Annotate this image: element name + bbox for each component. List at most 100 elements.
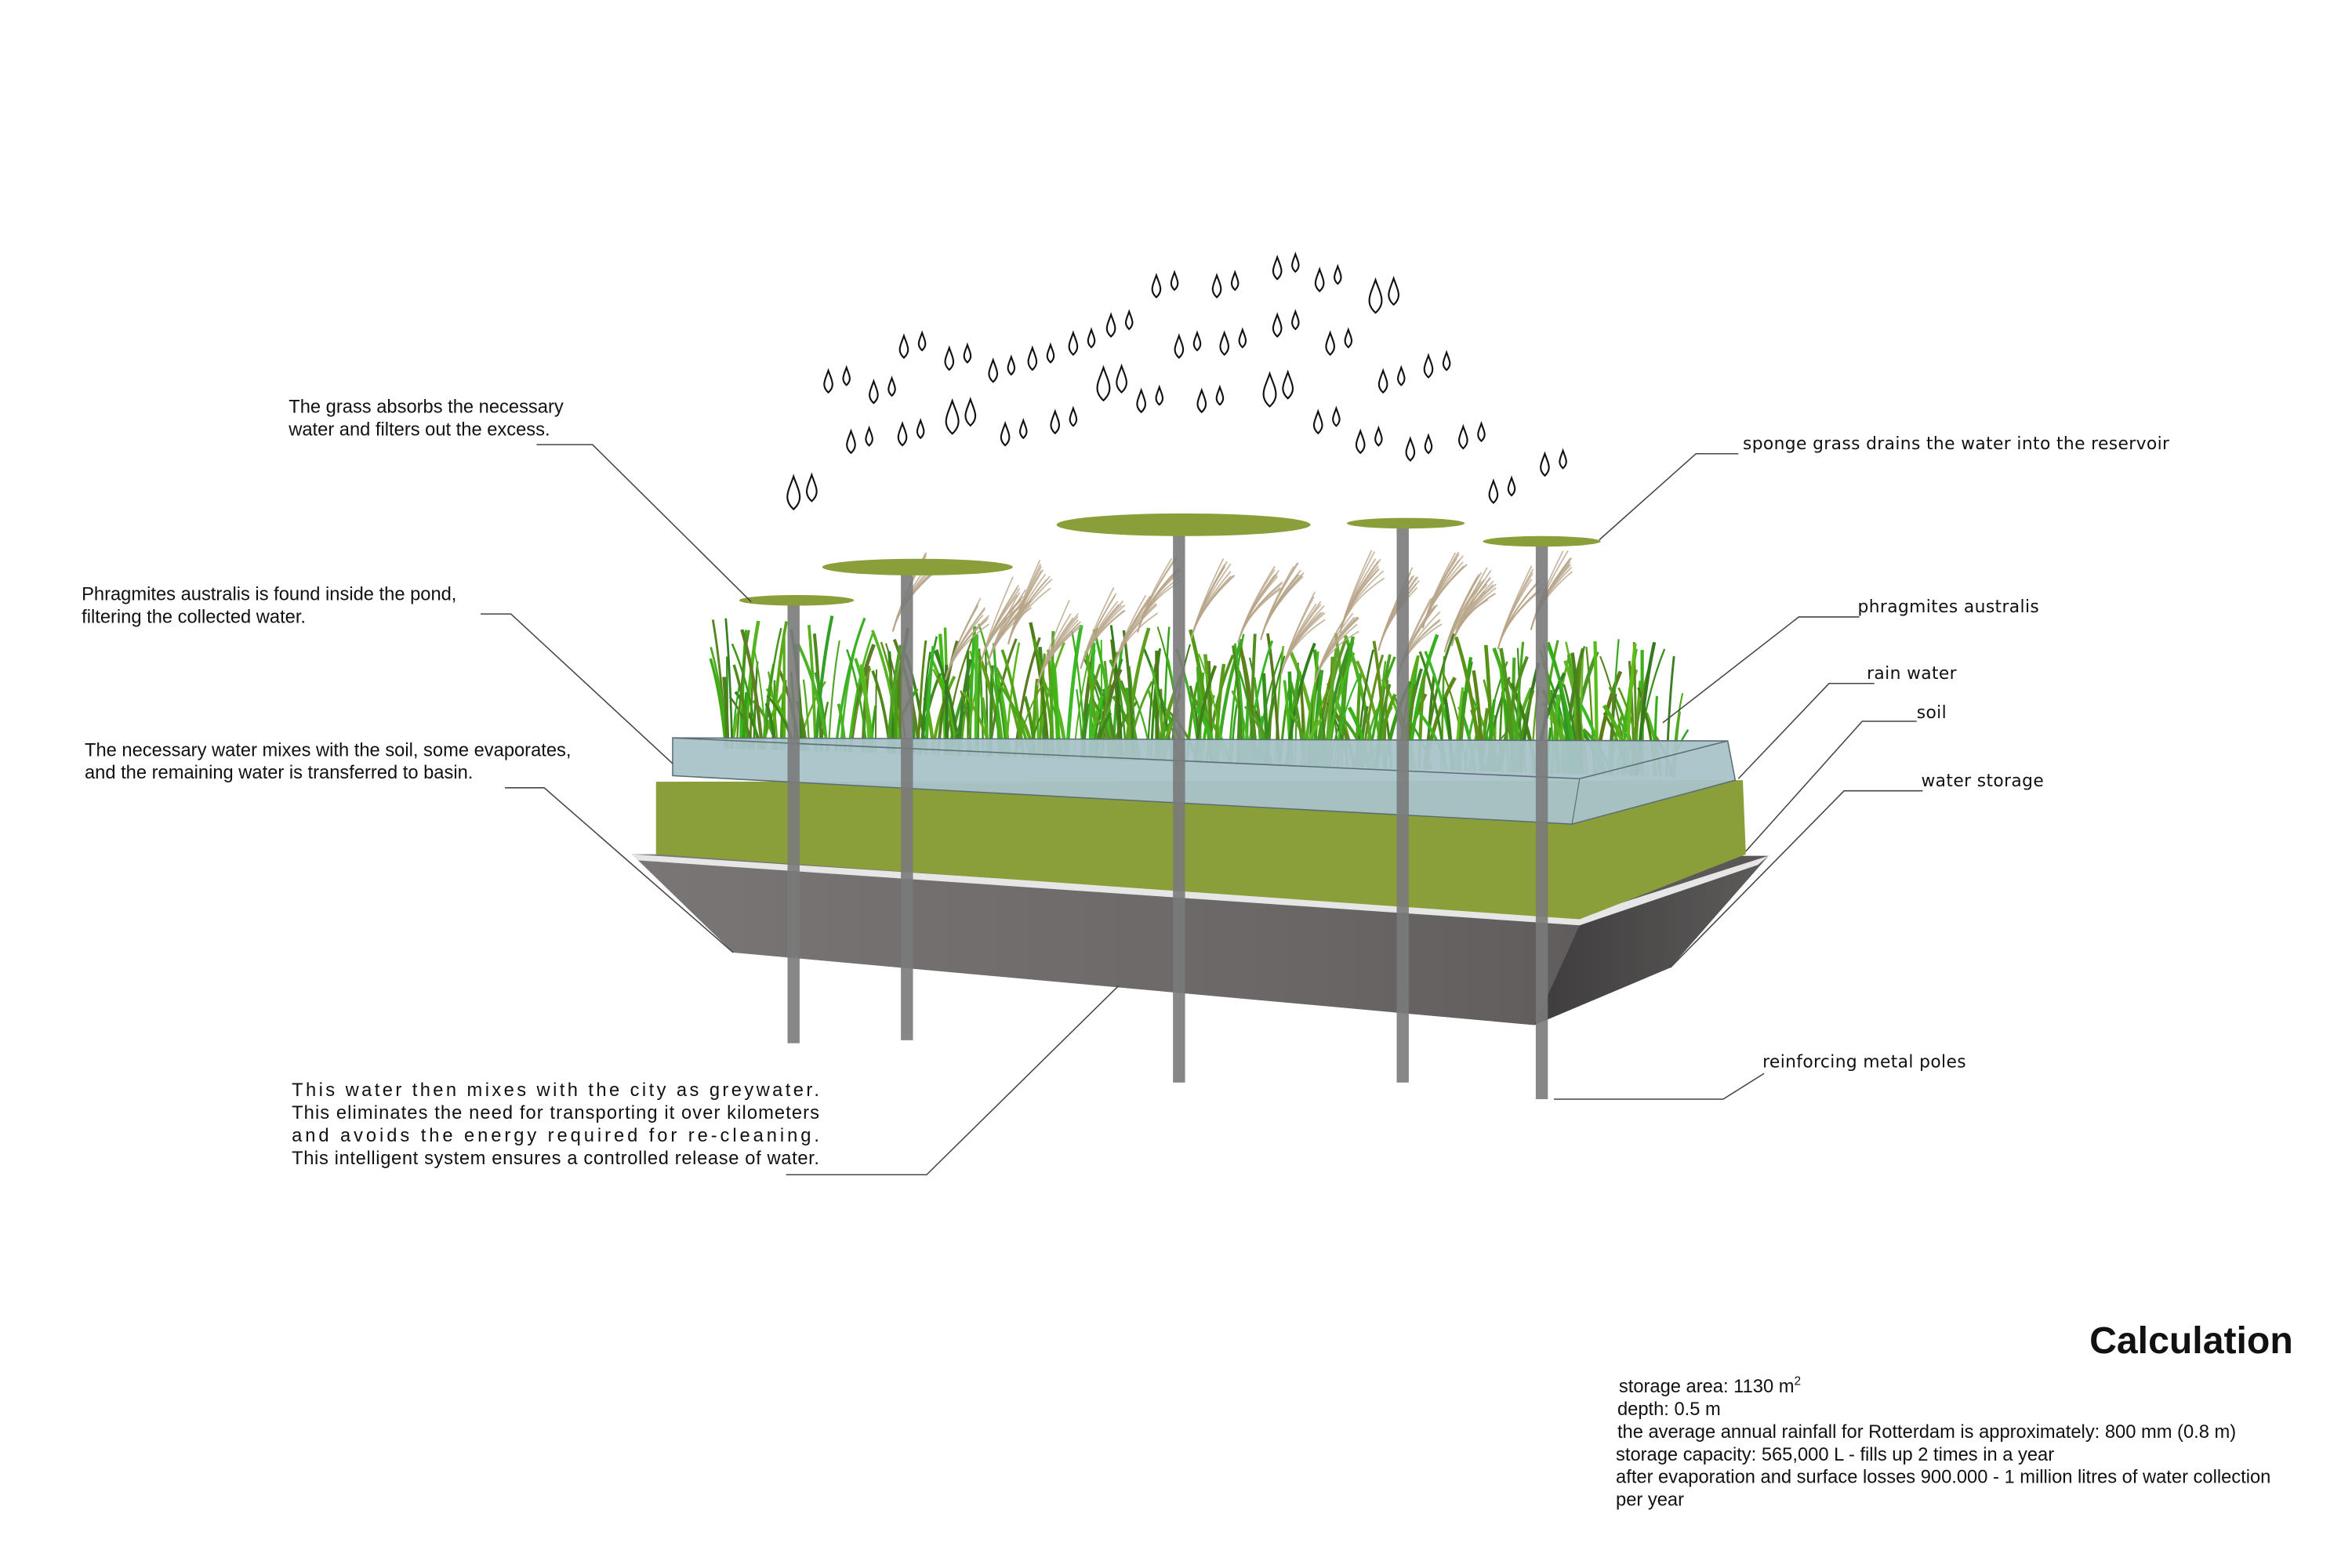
raindrop-icon: [1388, 275, 1399, 307]
annotation-grass: The grass absorbs the necessary water an…: [288, 397, 564, 441]
raindrop-icon: [1068, 330, 1079, 356]
reed-plume: [1237, 586, 1281, 644]
calc-storage-area: storage area: 1130 m2: [1619, 1374, 1801, 1397]
annotation-text: This water then mixes with the city as g…: [292, 1080, 819, 1101]
annotation-text: This intelligent system ensures a contro…: [292, 1149, 819, 1169]
raindrop-icon: [1211, 272, 1222, 299]
raindrop-icon: [944, 345, 955, 372]
raindrop-icon: [1219, 330, 1230, 356]
annotation-text: Phragmites australis is found inside the…: [82, 585, 456, 605]
calc-line: after evaporation and surface losses 900…: [1616, 1468, 2270, 1488]
raindrop-icon: [1069, 405, 1078, 427]
reed-plume: [1339, 568, 1380, 633]
label-metal-poles: reinforcing metal poles: [1762, 1053, 1966, 1073]
label-sponge-grass: sponge grass drains the water into the r…: [1743, 434, 2169, 454]
annotation-text: The grass absorbs the necessary: [289, 397, 564, 418]
raindrop-icon: [1325, 330, 1335, 356]
annotation-text: and the remaining water is transferred t…: [85, 763, 473, 783]
grass-blade: [731, 643, 760, 750]
reed-plume: [1237, 568, 1276, 644]
raindrop-icon: [1374, 425, 1383, 447]
raindrop-icon: [1174, 332, 1185, 359]
raindrop-icon: [1050, 408, 1061, 435]
raindrop-icon: [1272, 311, 1283, 338]
calc-line: the average annual rainfall for Rotterda…: [1617, 1422, 2236, 1443]
raindrop-icon: [1262, 371, 1277, 408]
raindrop-icon: [1377, 368, 1388, 394]
calculation-panel: Calculation storage area: 1130 m2 depth:…: [1616, 1319, 2293, 1511]
reed-plume: [1036, 617, 1074, 686]
annotation-soil-mix: The necessary water mixes with the soil,…: [85, 740, 572, 783]
annotation-text: The necessary water mixes with the soil,…: [85, 740, 572, 760]
raindrop-icon: [1344, 327, 1353, 349]
raindrop-icon: [1046, 342, 1055, 364]
grass-blade: [782, 633, 786, 750]
label-phragmites-australis: phragmites australis: [1858, 597, 2040, 617]
raindrop-icon: [1230, 270, 1240, 292]
annotation-greywater: This water then mixes with the city as g…: [292, 1080, 819, 1169]
reed-plume: [980, 594, 1018, 662]
raindrop-icon: [1196, 387, 1207, 414]
label-water-storage: water storage: [1922, 771, 2045, 791]
raindrop-icon: [1155, 384, 1164, 406]
raindrop-icon: [945, 397, 960, 435]
raindrop-icon: [1291, 251, 1300, 274]
reed-plume: [892, 571, 935, 632]
grass-blade: [871, 630, 902, 754]
raindrop-icon: [1488, 478, 1499, 504]
calculation-title: Calculation: [2089, 1319, 2293, 1362]
raindrop-icon: [842, 365, 851, 387]
raindrop-icon: [1314, 267, 1325, 292]
raindrop-icon: [1405, 436, 1416, 462]
reed-plume: [1497, 579, 1533, 649]
leader-lines: [481, 444, 1923, 1176]
raindrop-icon: [1019, 417, 1028, 440]
reed-plume: [1314, 630, 1359, 683]
raindrop-icon: [1559, 448, 1567, 470]
raindrop-icon: [1105, 311, 1116, 338]
calc-line: storage capacity: 565,000 L - fills up 2…: [1616, 1445, 2054, 1465]
raindrop-icon: [988, 357, 999, 383]
raindrop-icon: [898, 332, 909, 359]
raindrop-icon: [805, 472, 818, 503]
reed-plume: [1280, 612, 1326, 674]
rain-water-layer: [672, 737, 1737, 825]
raindrop-icon: [1215, 384, 1225, 406]
raindrop-icon: [1332, 405, 1341, 427]
grass-blade: [724, 618, 734, 749]
raindrop-icon: [963, 342, 972, 364]
raindrop-icon: [1087, 327, 1096, 349]
calc-line: per year: [1616, 1490, 1684, 1511]
reed-plume: [1497, 579, 1540, 649]
raindrop-icon: [917, 330, 927, 352]
raindrop-icon: [823, 368, 833, 394]
grass-blade: [740, 629, 764, 750]
reed-plume: [1339, 570, 1385, 633]
reed-plume: [1080, 604, 1120, 669]
grass-blade: [814, 615, 834, 752]
grass-blade: [753, 648, 768, 750]
raindrop-icon: [1355, 428, 1366, 455]
annotation-phragmites: Phragmites australis is found inside the…: [82, 585, 456, 628]
raindrop-icon: [887, 375, 896, 397]
raindrop-icon: [1238, 327, 1247, 349]
raindrop-icon: [1027, 345, 1038, 372]
raindrop-icon: [1291, 309, 1300, 331]
reed-plume: [1190, 575, 1234, 640]
raindrop-icon: [1424, 433, 1433, 455]
raindrop-icon: [1096, 365, 1111, 402]
raindrop-icon: [1368, 277, 1383, 314]
raindrop-icon: [1477, 420, 1486, 442]
raindrop-icon: [916, 417, 925, 440]
raindrop-icon: [865, 425, 873, 447]
label-soil: soil: [1917, 703, 1947, 723]
grass-blade: [834, 617, 866, 753]
grass-blade: [797, 643, 830, 752]
annotation-text: water and filters out the excess.: [288, 420, 550, 441]
reed-plume: [1190, 568, 1225, 640]
reed-plume: [1280, 612, 1322, 674]
raindrop-icon: [1000, 420, 1011, 447]
reed-plume: [1260, 574, 1299, 641]
annotation-text: This eliminates the need for transportin…: [292, 1103, 819, 1123]
